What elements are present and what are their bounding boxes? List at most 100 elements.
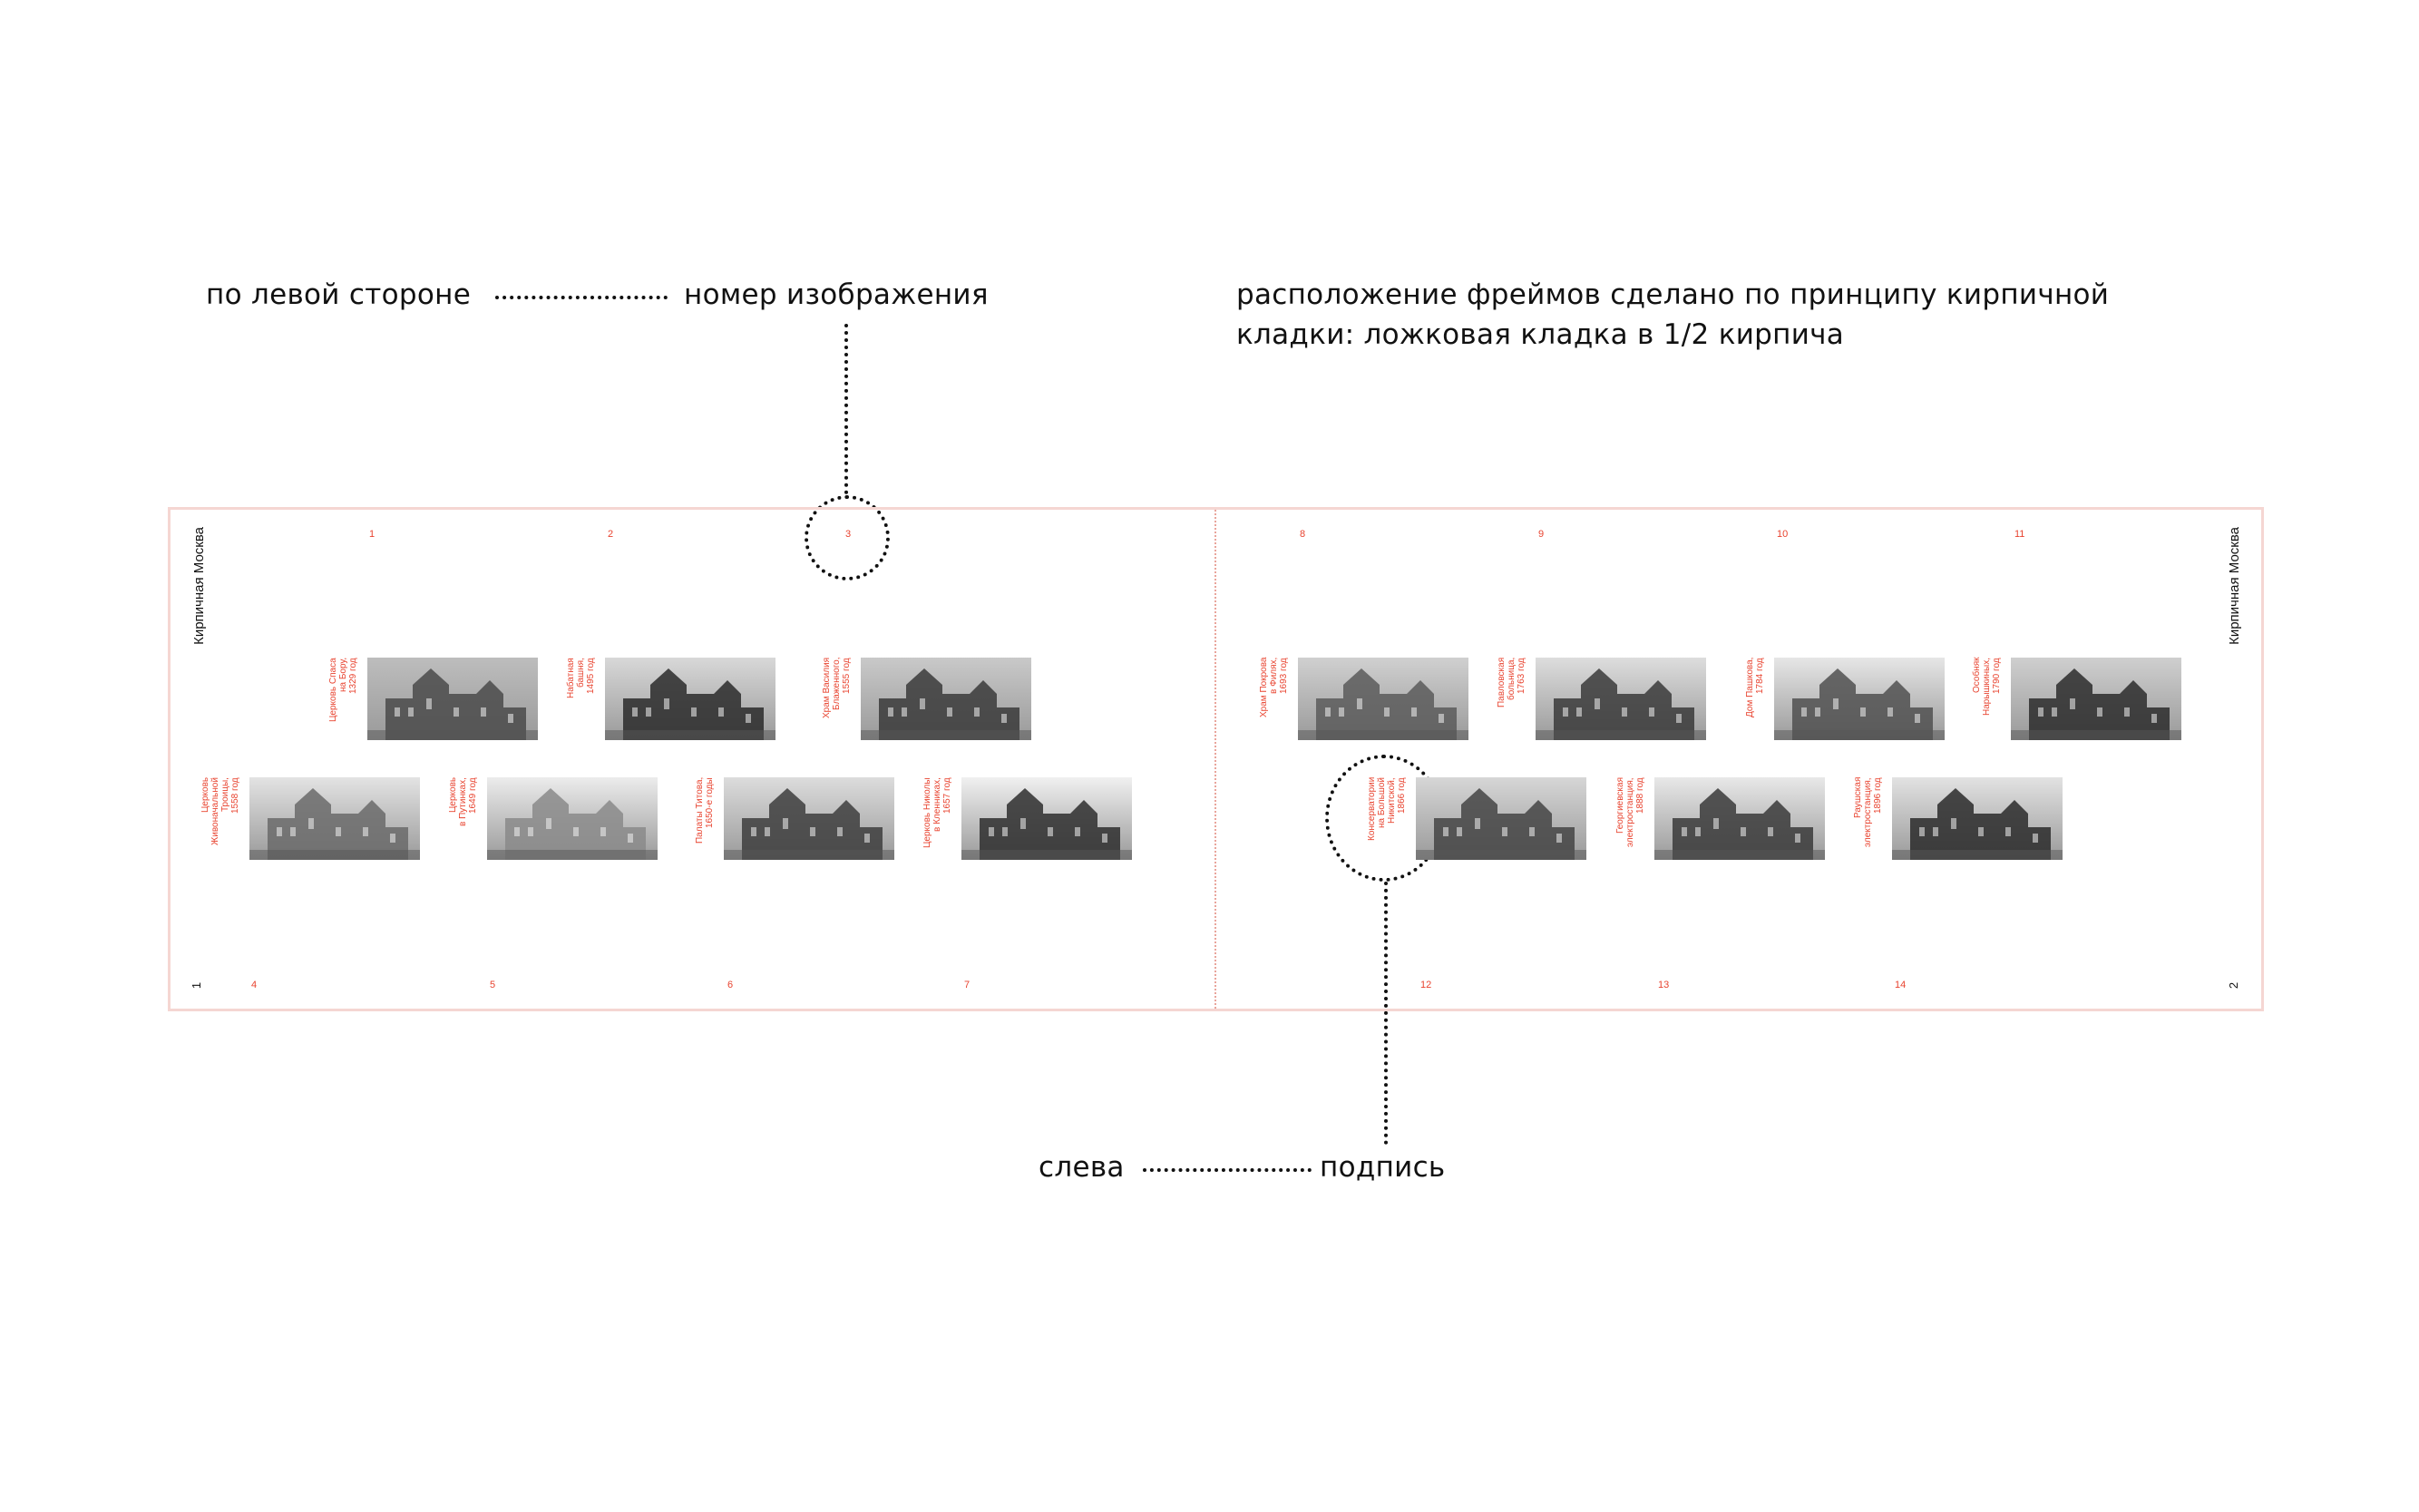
dotted-connector: [1143, 1168, 1312, 1172]
building-photo-icon: [1892, 777, 2063, 860]
image-number: 3: [845, 529, 852, 540]
caption-line: 1649 год: [468, 777, 478, 814]
caption-line: Храм Покрова: [1259, 658, 1269, 718]
caption-line: Церковь Николы: [922, 777, 932, 848]
caption-line: Блаженного,: [832, 658, 842, 711]
image-number: 6: [727, 980, 734, 990]
caption-line: Церковь Спаса: [328, 658, 338, 722]
caption-line: 1693 год: [1279, 658, 1289, 694]
caption-line: Дом Пашкова,: [1745, 658, 1755, 718]
caption-line: Церковь: [448, 777, 458, 814]
building-photo-icon: [367, 658, 538, 740]
annotation-image-number: номер изображения: [684, 278, 989, 311]
caption-line: в Филях,: [1269, 658, 1279, 695]
page-number-left: 1: [190, 981, 204, 990]
building-photo-icon: [1774, 658, 1945, 740]
caption-line: больница,: [1507, 658, 1517, 701]
highlight-ring-number: [805, 495, 890, 580]
caption-line: Церковь: [200, 777, 210, 814]
caption-line: Консерватории: [1367, 777, 1377, 842]
dotted-connector: [495, 296, 668, 299]
image-number: 9: [1538, 529, 1545, 540]
image-number: 1: [369, 529, 376, 540]
caption-line: Особняк: [1972, 658, 1982, 694]
caption-line: Палаты Титова,: [695, 777, 705, 844]
book-spread-frame: [168, 507, 2264, 1011]
caption-line: электростанция,: [1863, 777, 1873, 847]
caption-line: электростанция,: [1625, 777, 1635, 847]
caption-line: 1896 год: [1873, 777, 1883, 814]
caption-line: Никитской,: [1387, 777, 1397, 824]
caption-line: 1784 год: [1755, 658, 1765, 694]
image-number: 2: [608, 529, 614, 540]
image-caption: Палаты Титова,1650-е годы: [695, 777, 715, 860]
annotation-brick-layout-line1: расположение фреймов сделано по принципу…: [1236, 278, 2110, 311]
image-caption: Дом Пашкова,1784 год: [1745, 658, 1765, 740]
building-photo-icon: [724, 777, 894, 860]
building-photo-icon: [605, 658, 775, 740]
caption-line: 1790 год: [1992, 658, 2002, 694]
image-number: 7: [964, 980, 971, 990]
caption-line: в Путинках,: [458, 777, 468, 826]
caption-line: Павловская: [1497, 658, 1507, 708]
image-number: 13: [1658, 980, 1670, 990]
annotation-caption: подпись: [1320, 1151, 1446, 1184]
dotted-leader: [844, 324, 848, 494]
annotation-brick-layout-line2: кладки: ложковая кладка в 1/2 кирпича: [1236, 318, 1845, 351]
running-title-left: Кирпичная Москва: [191, 527, 207, 645]
building-photo-icon: [249, 777, 420, 860]
building-photo-icon: [2011, 658, 2181, 740]
caption-line: Живоначальной: [210, 777, 220, 845]
building-photo-icon: [1416, 777, 1586, 860]
caption-line: на Бору,: [338, 658, 348, 693]
building-photo-icon: [861, 658, 1031, 740]
annotation-left: слева: [1039, 1151, 1125, 1184]
image-number: 11: [2014, 529, 2025, 540]
building-photo-icon: [1298, 658, 1468, 740]
caption-line: 1763 год: [1517, 658, 1527, 694]
image-number: 14: [1895, 980, 1907, 990]
annotation-left-side: по левой стороне: [206, 278, 472, 311]
dotted-leader: [1384, 882, 1388, 1145]
caption-line: Троицы,: [220, 777, 230, 812]
building-photo-icon: [1654, 777, 1825, 860]
caption-line: в Кленниках,: [932, 777, 942, 832]
image-number: 12: [1420, 980, 1432, 990]
caption-line: 1495 год: [586, 658, 596, 694]
caption-line: Нарышкиных,: [1982, 658, 1992, 717]
caption-line: башня,: [576, 658, 586, 688]
running-title-right: Кирпичная Москва: [2227, 527, 2242, 645]
caption-line: 1657 год: [942, 777, 952, 814]
caption-line: 1329 год: [348, 658, 358, 694]
building-photo-icon: [1536, 658, 1706, 740]
archive-photo: Дом Пашкова,1784 год: [1745, 658, 1945, 740]
image-number: 8: [1300, 529, 1306, 540]
caption-line: 1888 год: [1635, 777, 1645, 814]
caption-line: 1555 год: [842, 658, 852, 694]
building-photo-icon: [487, 777, 658, 860]
image-number: 10: [1777, 529, 1789, 540]
caption-line: 1558 год: [230, 777, 240, 814]
caption-line: Храм Василия: [822, 658, 832, 719]
